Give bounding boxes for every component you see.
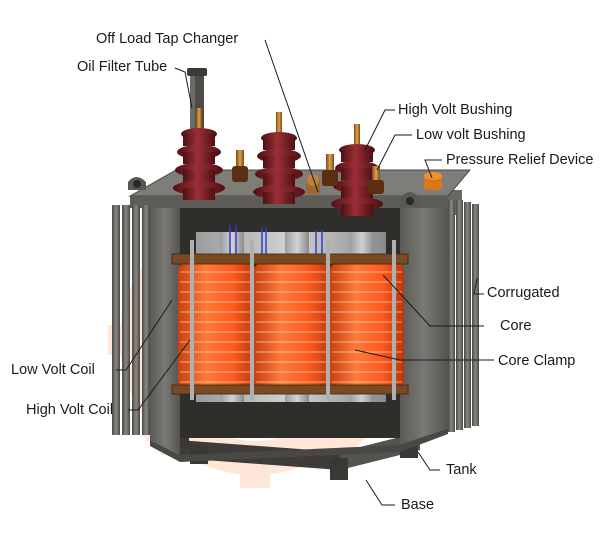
- label-high-volt-coil: High Volt Coil: [26, 402, 114, 418]
- label-high-volt-bushing: High Volt Bushing: [398, 102, 513, 118]
- label-base: Base: [401, 497, 435, 513]
- label-low-volt-bushing: Low volt Bushing: [416, 127, 526, 143]
- label-pressure-relief-device: Pressure Relief Device: [446, 152, 594, 168]
- label-off-load-tap-changer: Off Load Tap Changer: [96, 31, 239, 47]
- pressure-relief-device: [424, 172, 442, 190]
- coil-center: [254, 262, 332, 390]
- label-core-clamp: Core Clamp: [498, 353, 576, 369]
- label-low-volt-coil: Low Volt Coil: [11, 362, 95, 378]
- label-core: Core: [500, 318, 532, 334]
- label-oil-filter-tube: Oil Filter Tube: [77, 59, 168, 75]
- coil-left: [178, 262, 256, 390]
- high-volt-bushings: [173, 108, 383, 216]
- coil-right: [330, 262, 404, 390]
- label-corrugated: Corrugated: [487, 285, 560, 301]
- off-load-tap-changer: [306, 174, 320, 194]
- low-volt-bushings: [232, 150, 384, 194]
- label-tank: Tank: [446, 462, 477, 478]
- leader-lines: [116, 39, 494, 506]
- core-clamp: [171, 240, 409, 400]
